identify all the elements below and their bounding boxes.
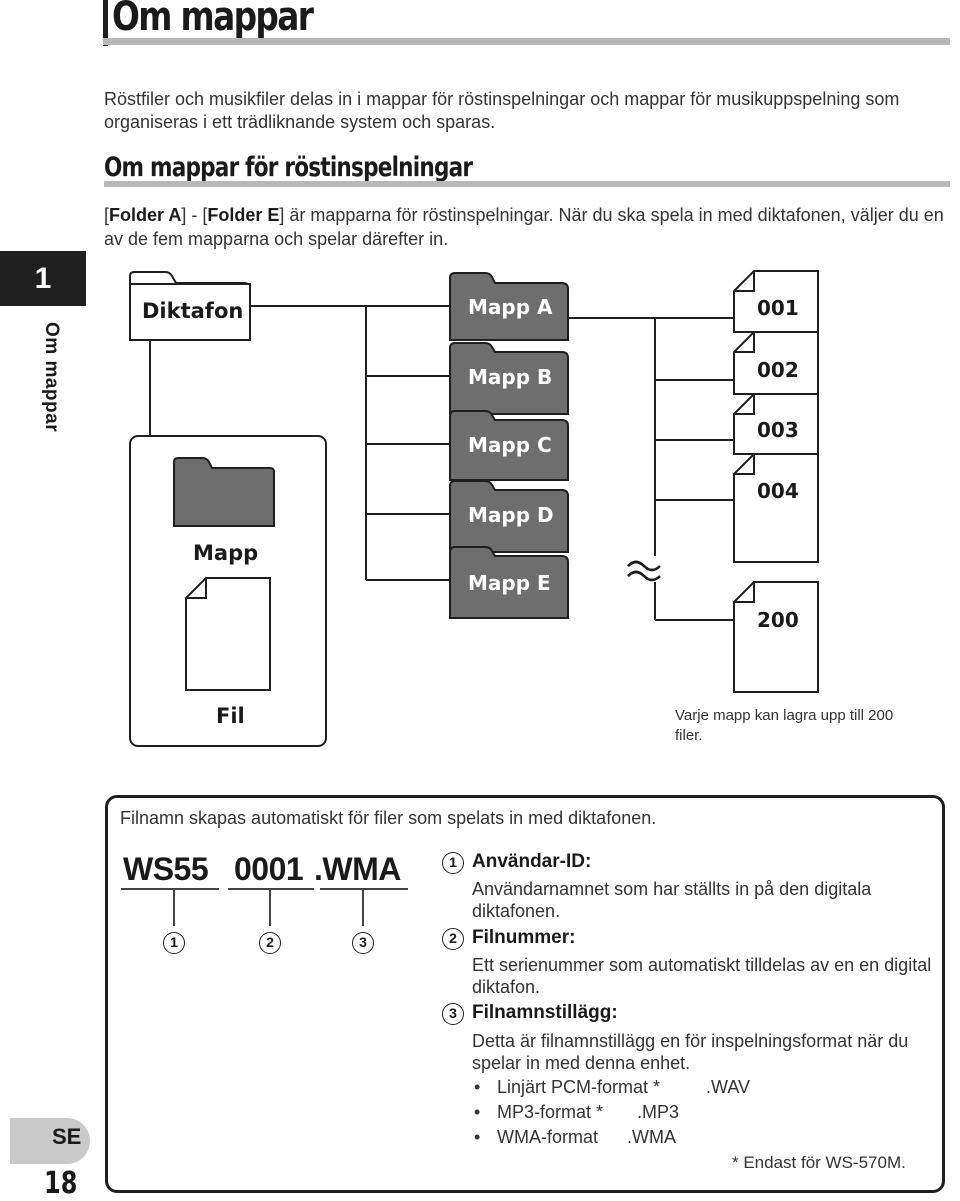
filename-user-id: WS55 xyxy=(123,851,209,887)
item-number: 3 xyxy=(442,1003,464,1025)
file-004 xyxy=(733,453,819,563)
item-heading: Filnummer: xyxy=(472,927,576,948)
file-200 xyxy=(733,581,819,693)
item-description: Detta är filnamnstillägg en för inspelni… xyxy=(472,1031,909,1073)
chapter-label: Om mappar xyxy=(41,322,62,433)
folder-capacity-note: Varje mapp kan lagra upp till 200 filer. xyxy=(675,707,894,744)
format-ext: .MP3 xyxy=(637,1102,680,1122)
format-ext: .WMA xyxy=(627,1127,676,1147)
underline-user-id xyxy=(121,888,219,890)
filename-intro: Filnamn skapas automatiskt för filer som… xyxy=(120,808,657,828)
bullet-icon: • xyxy=(474,1127,481,1147)
format-name: Linjärt PCM-format * xyxy=(497,1077,661,1097)
marker-3: 3 xyxy=(352,932,374,954)
language-code: SE xyxy=(52,1124,82,1149)
item-number: 1 xyxy=(442,852,464,874)
title-accent-bar xyxy=(103,0,108,46)
folder-mapp-d xyxy=(449,480,569,553)
tree-break-mark xyxy=(627,560,661,572)
folder-mapp-b xyxy=(449,342,569,415)
file-label: 003 xyxy=(757,418,799,442)
filename-info-box xyxy=(105,795,945,1193)
format-ext: .WAV xyxy=(706,1077,750,1097)
intro-paragraph: Röstfiler och musikfiler delas in i mapp… xyxy=(104,89,900,132)
bullet-icon: • xyxy=(474,1077,481,1097)
language-badge xyxy=(10,1118,90,1164)
legend-file-label: Fil xyxy=(216,704,245,728)
item-heading: Användar-ID: xyxy=(472,851,592,872)
marker-2: 2 xyxy=(259,932,281,954)
title-rule xyxy=(103,38,950,45)
marker-line xyxy=(173,888,175,926)
file-label: 002 xyxy=(757,358,799,382)
format-name: WMA-format xyxy=(497,1127,598,1147)
root-label: Diktafon xyxy=(142,299,243,323)
folder-mapp-e xyxy=(449,546,569,619)
folder-label: Mapp A xyxy=(468,295,553,319)
file-label: 001 xyxy=(757,296,799,320)
item-description: Användarnamnet som har ställts in på den… xyxy=(472,879,872,921)
file-001 xyxy=(733,270,819,333)
chapter-tab: 1 xyxy=(0,251,86,306)
legend-folder-label: Mapp xyxy=(193,541,258,565)
file-label: 004 xyxy=(757,479,799,503)
bullet-icon: • xyxy=(474,1102,481,1122)
section-title: Om mappar för röstinspelningar xyxy=(104,152,473,183)
folder-mapp-a xyxy=(449,272,569,341)
folder-label: Mapp E xyxy=(468,571,551,595)
folder-icon xyxy=(173,457,275,527)
marker-1: 1 xyxy=(163,932,185,954)
underline-extension xyxy=(320,888,408,890)
folder-label: Mapp B xyxy=(468,365,552,389)
format-name: MP3-format * xyxy=(497,1102,604,1122)
item-description: Ett serienummer som automatiskt tilldela… xyxy=(472,955,932,997)
file-label: 200 xyxy=(757,608,799,632)
folder-label: Mapp D xyxy=(468,503,554,527)
folder-mapp-c xyxy=(449,410,569,481)
filename-extension: .WMA xyxy=(314,851,401,887)
footnote: * Endast för WS-570M. xyxy=(732,1153,906,1172)
item-number: 2 xyxy=(442,928,464,950)
filename-number: 0001 xyxy=(234,851,304,887)
marker-line xyxy=(269,888,271,926)
folder-label: Mapp C xyxy=(468,433,552,457)
marker-line xyxy=(362,888,364,926)
section-rule xyxy=(104,181,950,187)
section-paragraph: [Folder A] - [Folder E] är mapparna för … xyxy=(104,205,944,249)
underline-number xyxy=(228,888,314,890)
page-title: Om mappar xyxy=(112,0,314,40)
page-number: 18 xyxy=(44,1166,78,1201)
item-heading: Filnamnstillägg: xyxy=(472,1002,618,1023)
folder-tree-diagram: Diktafon Mapp Fil xyxy=(129,270,819,747)
tree-break-mark xyxy=(627,570,661,582)
file-icon xyxy=(185,577,271,691)
